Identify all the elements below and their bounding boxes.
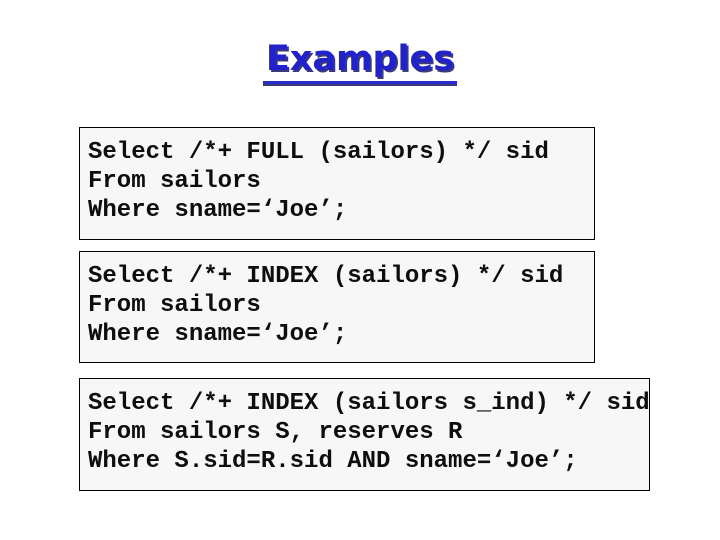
sql-line: From sailors S, reserves R	[88, 419, 463, 446]
sql-line: From sailors	[88, 292, 261, 319]
sql-line: Where sname=‘Joe’;	[88, 197, 348, 224]
slide-title: Examples	[262, 42, 458, 84]
sql-example-box-index-hint: Select /*+ INDEX (sailors) */ sid From s…	[79, 251, 595, 363]
sql-line: Select /*+ INDEX (sailors) */ sid	[88, 263, 564, 290]
sql-line: Select /*+ FULL (sailors) */ sid	[88, 139, 549, 166]
sql-example-box-index-join-hint: Select /*+ INDEX (sailors s_ind) */ sid …	[79, 378, 650, 491]
sql-line: Select /*+ INDEX (sailors s_ind) */ sid	[88, 390, 650, 417]
sql-line: Where sname=‘Joe’;	[88, 321, 348, 348]
sql-line: From sailors	[88, 168, 261, 195]
sql-line: Where S.sid=R.sid AND sname=‘Joe’;	[88, 448, 578, 475]
sql-example-box-full-hint: Select /*+ FULL (sailors) */ sid From sa…	[79, 127, 595, 240]
slide-title-container: Examples	[0, 42, 720, 84]
